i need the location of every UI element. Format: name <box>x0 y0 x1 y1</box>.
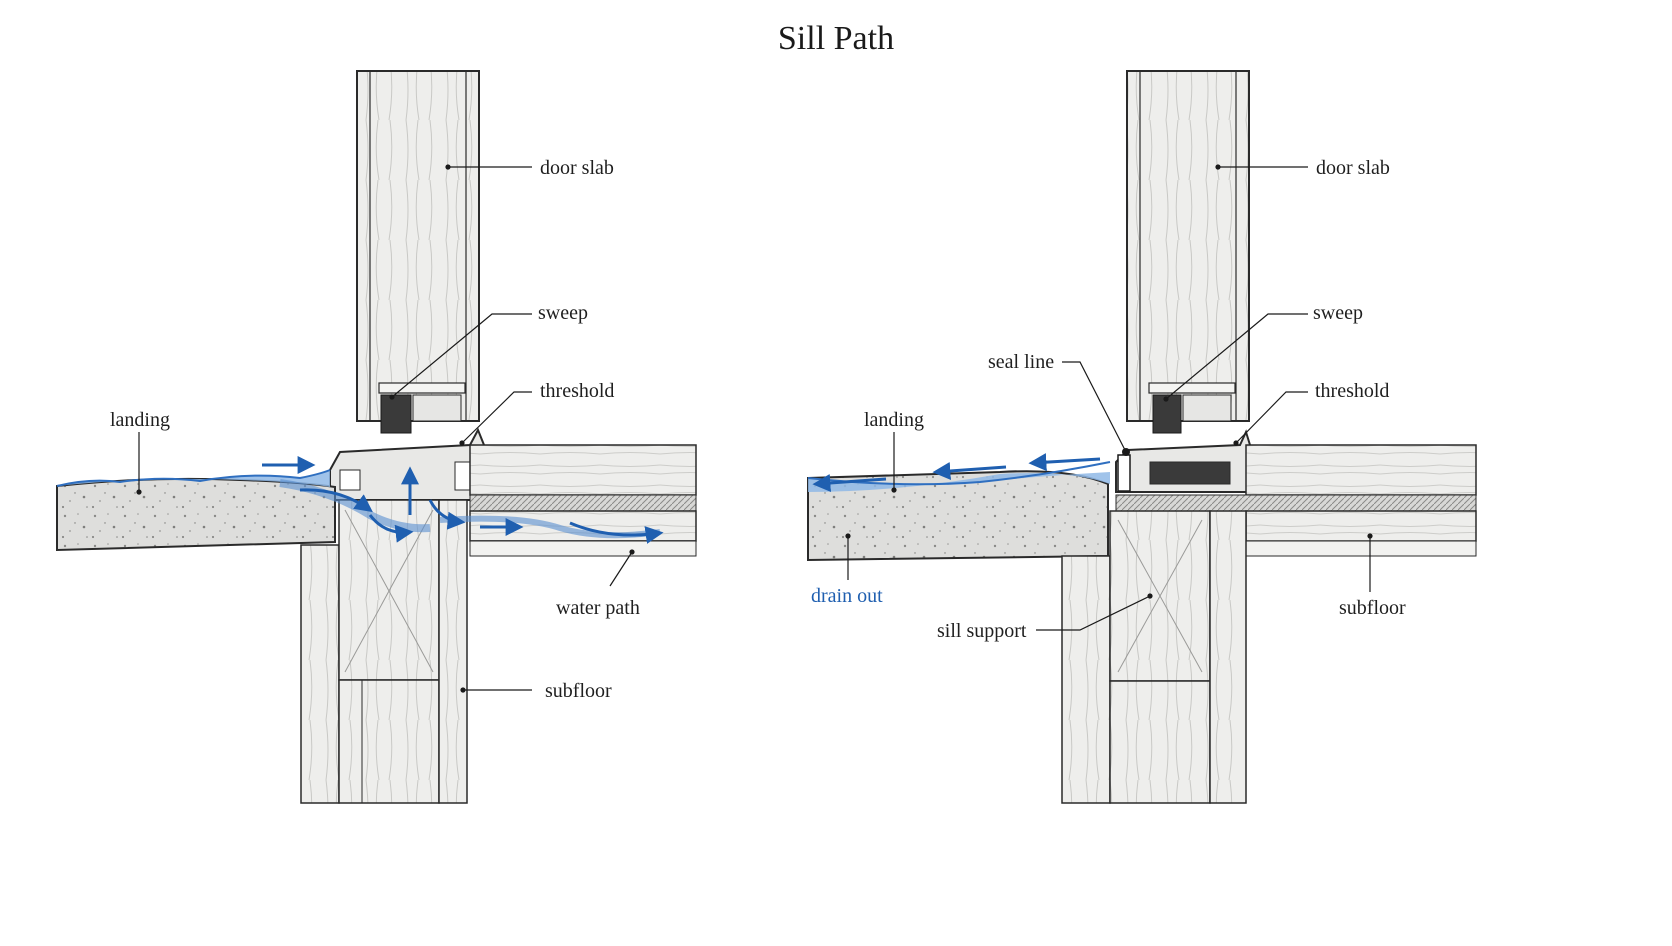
label-threshold-right: threshold <box>1315 380 1390 402</box>
label-threshold-left: threshold <box>540 380 615 402</box>
label-door-slab-left: door slab <box>540 157 614 179</box>
framing-right <box>1061 510 1247 804</box>
label-drain-out: drain out <box>811 585 883 607</box>
subfloor-right <box>1115 444 1477 557</box>
sweep-left <box>380 394 462 434</box>
leaders-left <box>136 164 635 693</box>
door-slab-right <box>1126 70 1250 422</box>
label-door-slab-right: door slab <box>1316 157 1390 179</box>
label-subfloor-right: subfloor <box>1339 597 1406 619</box>
threshold-left <box>329 427 485 501</box>
label-sweep-right: sweep <box>1313 302 1363 324</box>
label-water-path: water path <box>556 597 640 619</box>
label-sweep-left: sweep <box>538 302 588 324</box>
framing-left <box>300 499 468 804</box>
leaders-right <box>845 164 1373 631</box>
water-arrows-right <box>812 453 1101 492</box>
label-subfloor-left: subfloor <box>545 680 612 702</box>
landing-left <box>56 477 336 552</box>
label-seal-line: seal line <box>988 351 1055 373</box>
door-slab-left <box>356 70 480 422</box>
threshold-right <box>1115 429 1251 493</box>
water-right <box>807 461 1111 492</box>
diagram-title: Sill Path <box>777 20 895 57</box>
sweep-right <box>1152 394 1232 434</box>
label-sill-support: sill support <box>937 620 1027 642</box>
left-panel <box>56 70 697 804</box>
water-arrows-left <box>262 456 664 544</box>
landing-right <box>807 470 1109 562</box>
subfloor-left <box>469 444 697 557</box>
label-landing-left: landing <box>110 409 170 431</box>
right-panel <box>807 70 1477 804</box>
label-landing-right: landing <box>864 409 924 431</box>
